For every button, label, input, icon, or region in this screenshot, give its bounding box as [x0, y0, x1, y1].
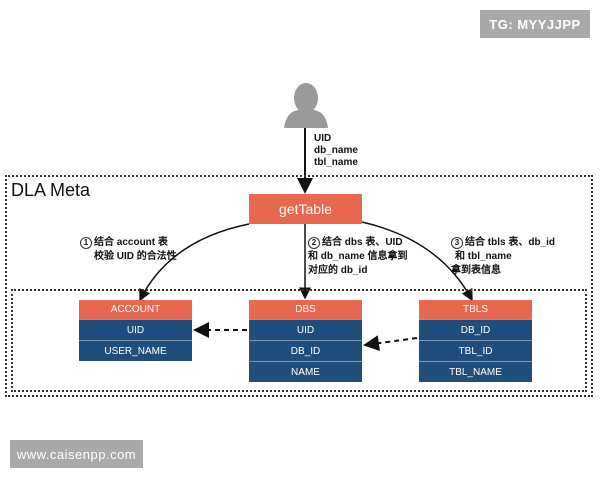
table-dbs: DBS UID DB_ID NAME — [249, 300, 362, 382]
watermark-top: TG: MYYJJPP — [480, 10, 590, 38]
table-header: ACCOUNT — [79, 300, 192, 319]
table-field: NAME — [249, 361, 362, 382]
dla-meta-container — [5, 175, 593, 397]
container-title: DLA Meta — [11, 180, 91, 200]
param: db_name — [314, 145, 358, 156]
step-number: 2 — [308, 237, 320, 249]
table-field: TBL_NAME — [419, 361, 532, 382]
arrow-to-tbls — [361, 221, 473, 302]
param: tbl_name — [314, 157, 358, 168]
step-line: 校验 UID 的合法性 — [94, 251, 177, 262]
step-line: 和 tbl_name — [455, 251, 512, 262]
step-line: 结合 account 表 — [94, 237, 168, 248]
watermark-bottom: www.caisenpp.com — [10, 440, 143, 468]
table-tbls: TBLS DB_ID TBL_ID TBL_NAME — [419, 300, 532, 382]
user-icon — [284, 83, 328, 128]
param: UID — [314, 133, 332, 144]
table-account: ACCOUNT UID USER_NAME — [79, 300, 192, 361]
table-header: DBS — [249, 300, 362, 319]
step-line: 结合 dbs 表、UID — [322, 237, 403, 248]
table-field: DB_ID — [419, 319, 532, 340]
step-line: 和 db_name 信息拿到 — [308, 251, 408, 262]
step-number: 1 — [80, 237, 92, 249]
step-line: 拿到表信息 — [451, 265, 501, 276]
arrow-to-account — [139, 223, 250, 302]
table-field: TBL_ID — [419, 340, 532, 361]
table-header: TBLS — [419, 300, 532, 319]
step-line: 结合 tbls 表、db_id — [465, 237, 555, 248]
tables-container — [11, 289, 587, 392]
table-field: DB_ID — [249, 340, 362, 361]
step-line: 对应的 db_id — [308, 265, 368, 276]
table-field: UID — [79, 319, 192, 340]
table-field: USER_NAME — [79, 340, 192, 361]
table-field: UID — [249, 319, 362, 340]
user-params: UID db_name tbl_name — [314, 133, 358, 169]
get-table-function: getTable — [249, 194, 362, 224]
step-number: 3 — [451, 237, 463, 249]
